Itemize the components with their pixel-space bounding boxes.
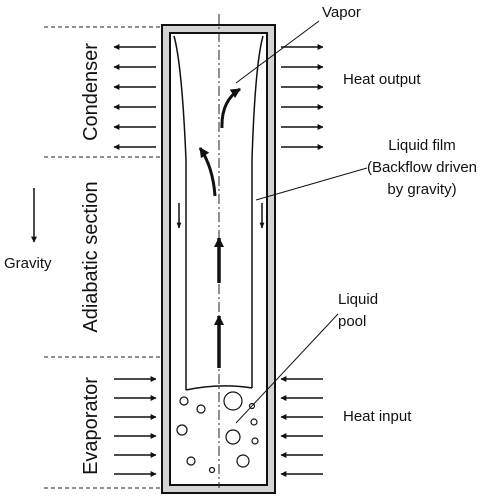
label-heat-input: Heat input <box>343 408 412 425</box>
label-heat-output: Heat output <box>343 71 421 88</box>
label-liquid-film-line3: by gravity) <box>387 181 456 198</box>
label-liquid-film-line2: (Backflow driven <box>367 159 477 176</box>
label-liquid-pool-line2: pool <box>338 313 366 330</box>
label-gravity: Gravity <box>4 255 52 272</box>
leader-lines <box>235 20 368 424</box>
section-boundaries <box>44 26 164 489</box>
label-liquid-film-line1: Liquid film <box>388 137 456 154</box>
label-vapor: Vapor <box>322 4 361 21</box>
heat-input-arrows <box>114 376 323 477</box>
liquid-film <box>173 35 264 391</box>
section-label-evaporator: Evaporator <box>80 377 102 475</box>
heat-output-arrows <box>113 44 324 150</box>
label-liquid-pool-line1: Liquid <box>338 291 378 308</box>
film-backflow-arrows <box>176 203 265 229</box>
pool-bubbles <box>176 391 259 474</box>
section-label-condenser: Condenser <box>80 43 102 141</box>
vapor-flow-arrows <box>198 87 241 368</box>
section-label-adiabatic: Adiabatic section <box>80 181 102 332</box>
